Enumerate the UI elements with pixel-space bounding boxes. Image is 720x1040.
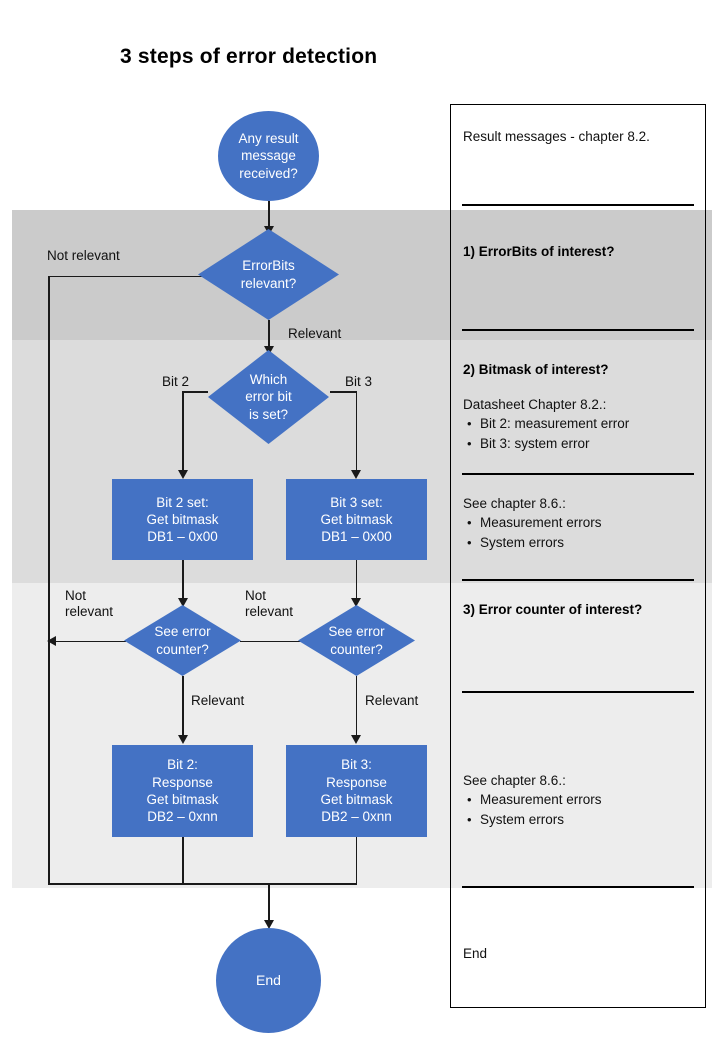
connector-errorbits-to-which	[268, 320, 270, 350]
legend-section-result-messages: Result messages - chapter 8.2.	[451, 129, 705, 144]
node-bit3-set[interactable]: Bit 3 set: Get bitmask DB1 – 0x00	[286, 479, 427, 560]
legend-error-counter-chapter-text: See chapter 8.6.:	[463, 773, 566, 788]
legend-errorbits-heading: 1) ErrorBits of interest?	[463, 244, 615, 259]
connector-bit3set-to-counter	[355, 560, 358, 605]
legend-divider-3	[462, 473, 694, 475]
edge-label-not-relevant-left: Not relevant	[65, 588, 114, 620]
arrowhead-to-left-rail	[47, 636, 56, 646]
node-bit2-response[interactable]: Bit 2: Response Get bitmask DB2 – 0xnn	[112, 745, 253, 837]
diamond-shape	[198, 229, 339, 320]
node-errorbits-relevant[interactable]: ErrorBits relevant?	[198, 229, 339, 320]
connector-which-bit3-v	[355, 391, 358, 476]
node-which-error-bit-label: Which error bit is set?	[245, 372, 292, 422]
legend-section-bitmask-chapter86: See chapter 8.6.: Measurement errors Sys…	[451, 496, 705, 554]
node-errorbits-relevant-label: ErrorBits relevant?	[240, 258, 297, 291]
edge-label-bit2: Bit 2	[162, 374, 190, 389]
arrowhead-to-bit2-response	[177, 735, 188, 744]
legend-divider-2	[462, 329, 694, 331]
page-title: 3 steps of error detection	[120, 45, 378, 68]
arrowhead-to-counter-left	[177, 598, 188, 607]
node-which-error-bit[interactable]: Which error bit is set?	[208, 350, 329, 444]
connector-merge-to-end	[268, 883, 270, 924]
arrowhead-to-end	[263, 920, 274, 929]
arrowhead-to-bit3-set	[351, 470, 361, 479]
legend-divider-4	[462, 579, 694, 581]
connector-which-bit2-h	[183, 391, 208, 393]
connector-bit2set-to-counter	[182, 560, 184, 605]
list-item: System errors	[467, 533, 693, 553]
connector-start-to-errorbits	[268, 201, 270, 230]
legend-bitmask-heading: 2) Bitmask of interest?	[463, 362, 609, 377]
legend-bitmask-chapter-text: See chapter 8.6.:	[463, 496, 566, 511]
connector-counter-left-relevant	[182, 676, 184, 742]
node-bit2-set[interactable]: Bit 2 set: Get bitmask DB1 – 0x00	[112, 479, 253, 560]
connector-counter-right-relevant	[355, 676, 358, 742]
node-start[interactable]: Any result message received?	[218, 111, 319, 201]
connector-counter-right-not-relevant	[240, 640, 306, 643]
connector-left-rail	[48, 275, 50, 885]
connector-bit3resp-down	[355, 837, 358, 884]
legend-section-bitmask: 2) Bitmask of interest? Datasheet Chapte…	[451, 362, 705, 455]
node-see-error-counter-left-label: See error counter?	[154, 624, 211, 657]
legend-section-error-counter: 3) Error counter of interest?	[451, 602, 705, 617]
legend-panel: Result messages - chapter 8.2. 1) ErrorB…	[450, 104, 706, 1008]
list-item: System errors	[467, 810, 693, 830]
connector-which-bit3-h	[330, 391, 357, 393]
arrowhead-to-counter-right	[351, 598, 361, 607]
legend-bitmask-chapter-list: Measurement errors System errors	[463, 513, 693, 554]
diamond-shape	[298, 605, 415, 676]
node-end[interactable]: End	[216, 928, 321, 1033]
arrowhead-to-bit2-set	[177, 470, 188, 479]
edge-label-not-relevant-mid: Not relevant	[245, 588, 294, 620]
diamond-shape	[208, 350, 329, 444]
legend-section-end: End	[451, 946, 705, 961]
list-item: Measurement errors	[467, 513, 693, 533]
connector-errorbits-not-relevant	[48, 275, 205, 278]
legend-result-messages-text: Result messages - chapter 8.2.	[463, 129, 650, 144]
legend-bitmask-list: Bit 2: measurement error Bit 3: system e…	[463, 414, 693, 455]
connector-counter-left-not-relevant	[53, 640, 126, 643]
connector-which-bit2-v	[182, 391, 184, 476]
edge-label-not-relevant-top: Not relevant	[47, 248, 120, 263]
list-item: Bit 3: system error	[467, 434, 693, 454]
legend-divider-6	[462, 886, 694, 888]
legend-section-errorbits: 1) ErrorBits of interest?	[451, 244, 705, 259]
legend-bitmask-datasheet-text: Datasheet Chapter 8.2.:	[463, 397, 607, 412]
edge-label-relevant-right: Relevant	[365, 693, 419, 708]
node-bit3-response[interactable]: Bit 3: Response Get bitmask DB2 – 0xnn	[286, 745, 427, 837]
node-see-error-counter-left[interactable]: See error counter?	[124, 605, 241, 676]
node-see-error-counter-right[interactable]: See error counter?	[298, 605, 415, 676]
list-item: Measurement errors	[467, 790, 693, 810]
legend-error-counter-list: Measurement errors System errors	[463, 790, 693, 831]
connector-bit2resp-down	[182, 837, 184, 884]
list-item: Bit 2: measurement error	[467, 414, 693, 434]
edge-label-relevant-top: Relevant	[288, 326, 342, 341]
connector-merge-bar	[48, 883, 357, 885]
swimlane-band-errorbits	[12, 210, 712, 340]
legend-end-text: End	[463, 946, 488, 961]
legend-error-counter-heading: 3) Error counter of interest?	[463, 602, 643, 617]
edge-label-bit3: Bit 3	[345, 374, 373, 389]
edge-label-relevant-left: Relevant	[191, 693, 245, 708]
legend-divider-5	[462, 691, 694, 693]
node-see-error-counter-right-label: See error counter?	[328, 624, 385, 657]
legend-divider-1	[462, 204, 694, 206]
diamond-shape	[124, 605, 241, 676]
legend-section-error-counter-chapter86: See chapter 8.6.: Measurement errors Sys…	[451, 773, 705, 831]
arrowhead-to-bit3-response	[351, 735, 361, 744]
